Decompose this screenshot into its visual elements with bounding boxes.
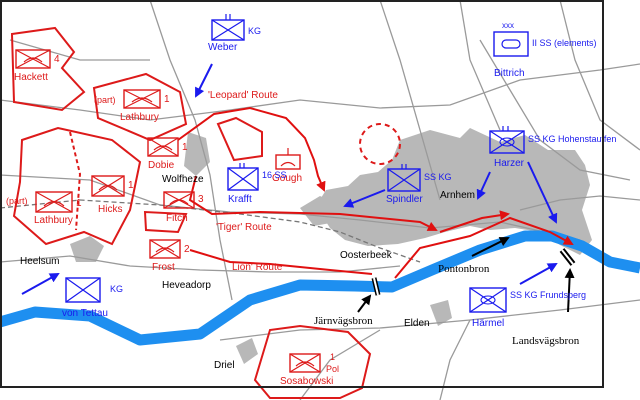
unit-name: Spindler bbox=[386, 194, 423, 205]
german-unit-vontettau[interactable]: KG von Tettau bbox=[62, 277, 123, 319]
german-unit-weber[interactable]: KG Weber bbox=[208, 14, 261, 53]
allied-unit-sosabowski[interactable]: 1 Pol Sosabowski bbox=[280, 352, 339, 387]
german-unit-bittrich[interactable]: xxx II SS (elements) Bittrich bbox=[493, 21, 597, 79]
allied-unit-hackett[interactable]: 4 Hackett bbox=[14, 49, 60, 83]
allied-unit-frost[interactable]: 2 Frost bbox=[149, 239, 190, 273]
unit-prefix: (part) bbox=[94, 95, 116, 105]
map-frame bbox=[0, 0, 604, 388]
label-landsvagsbron: Landsvägsbron bbox=[512, 335, 580, 347]
railway-bridge bbox=[371, 277, 381, 296]
allied-perimeters bbox=[10, 26, 372, 399]
place-driel: Driel bbox=[214, 360, 235, 371]
unit-tag: 16 SS bbox=[262, 170, 287, 180]
german-movements bbox=[21, 63, 558, 295]
unit-name: Frost bbox=[152, 262, 175, 273]
unit-number: 1 bbox=[330, 352, 335, 362]
unit-name: Hicks bbox=[98, 204, 122, 215]
unit-name: Härmel bbox=[472, 318, 504, 329]
label-jarnvagsbron: Järnvägsbron bbox=[314, 315, 373, 327]
unit-number: 1 bbox=[76, 198, 82, 209]
unit-number: 1 bbox=[164, 94, 170, 105]
place-arnhem: Arnhem bbox=[440, 190, 475, 201]
unit-name: Lathbury bbox=[34, 215, 73, 226]
unit-name: Krafft bbox=[228, 194, 252, 205]
label-pontonbron: Pontonbron bbox=[438, 263, 490, 275]
german-unit-krafft[interactable]: 16 SS Krafft bbox=[227, 163, 287, 205]
place-wolfheze: Wolfheze bbox=[162, 174, 204, 185]
unit-name: Fitch bbox=[166, 213, 188, 224]
unit-tag: KG bbox=[248, 26, 261, 36]
allied-unit-lathbury-north[interactable]: (part) 1 Lathbury bbox=[94, 89, 170, 123]
place-heelsum: Heelsum bbox=[20, 256, 59, 267]
unit-name: Gough bbox=[272, 173, 302, 184]
unit-name: Lathbury bbox=[120, 112, 159, 123]
unit-tag: SS KG Frundsperg bbox=[510, 290, 586, 300]
allied-routes bbox=[177, 106, 574, 279]
unit-tag: II SS (elements) bbox=[532, 38, 597, 48]
unit-name: Dobie bbox=[148, 160, 175, 171]
unit-tag: KG bbox=[110, 284, 123, 294]
route-label-leopard: 'Leopard' Route bbox=[208, 90, 278, 101]
german-unit-harmel[interactable]: SS KG Frundsperg Härmel bbox=[469, 287, 586, 329]
german-unit-spindler[interactable]: SS KG Spindler bbox=[386, 164, 452, 205]
unit-name: Sosabowski bbox=[280, 376, 333, 387]
place-heveadorp: Heveadorp bbox=[162, 280, 211, 291]
unit-name: Weber bbox=[208, 42, 238, 53]
railway bbox=[0, 199, 421, 263]
road-bridge bbox=[559, 248, 576, 266]
unit-number: 1 bbox=[128, 180, 134, 191]
unit-number: 2 bbox=[184, 244, 190, 255]
place-elden: Elden bbox=[404, 318, 430, 329]
unit-name: von Tettau bbox=[62, 308, 108, 319]
allied-unit-lathbury-west[interactable]: (part) 1 Lathbury bbox=[6, 191, 82, 226]
unit-name: Hackett bbox=[14, 72, 48, 83]
unit-number: 3 bbox=[198, 194, 204, 205]
allied-unit-gough[interactable]: Gough bbox=[272, 148, 302, 184]
route-label-tiger: 'Tiger' Route bbox=[216, 222, 272, 233]
unit-tag: SS KG bbox=[424, 172, 452, 182]
allied-unit-dobie[interactable]: 1 Dobie bbox=[147, 137, 188, 171]
place-oosterbeek: Oosterbeek bbox=[340, 250, 393, 261]
allied-unit-fitch[interactable]: 3 Fitch bbox=[163, 191, 204, 224]
german-unit-harzer[interactable]: SS KG Hohenstauffen Harzer bbox=[489, 126, 616, 169]
route-label-lion: Lion' Route bbox=[232, 262, 283, 273]
bridge-pointers bbox=[357, 237, 575, 313]
unit-suffix: Pol bbox=[326, 364, 339, 374]
allied-unit-hicks[interactable]: 1 Hicks bbox=[91, 175, 134, 215]
unit-prefix: (part) bbox=[6, 196, 28, 206]
unit-number: 1 bbox=[182, 142, 188, 153]
unit-name: Bittrich bbox=[494, 68, 525, 79]
drop-zone-circle bbox=[359, 123, 401, 165]
unit-number: 4 bbox=[54, 54, 60, 65]
unit-name: Harzer bbox=[494, 158, 525, 169]
unit-tag: SS KG Hohenstauffen bbox=[528, 134, 616, 144]
svg-text:xxx: xxx bbox=[502, 21, 514, 30]
